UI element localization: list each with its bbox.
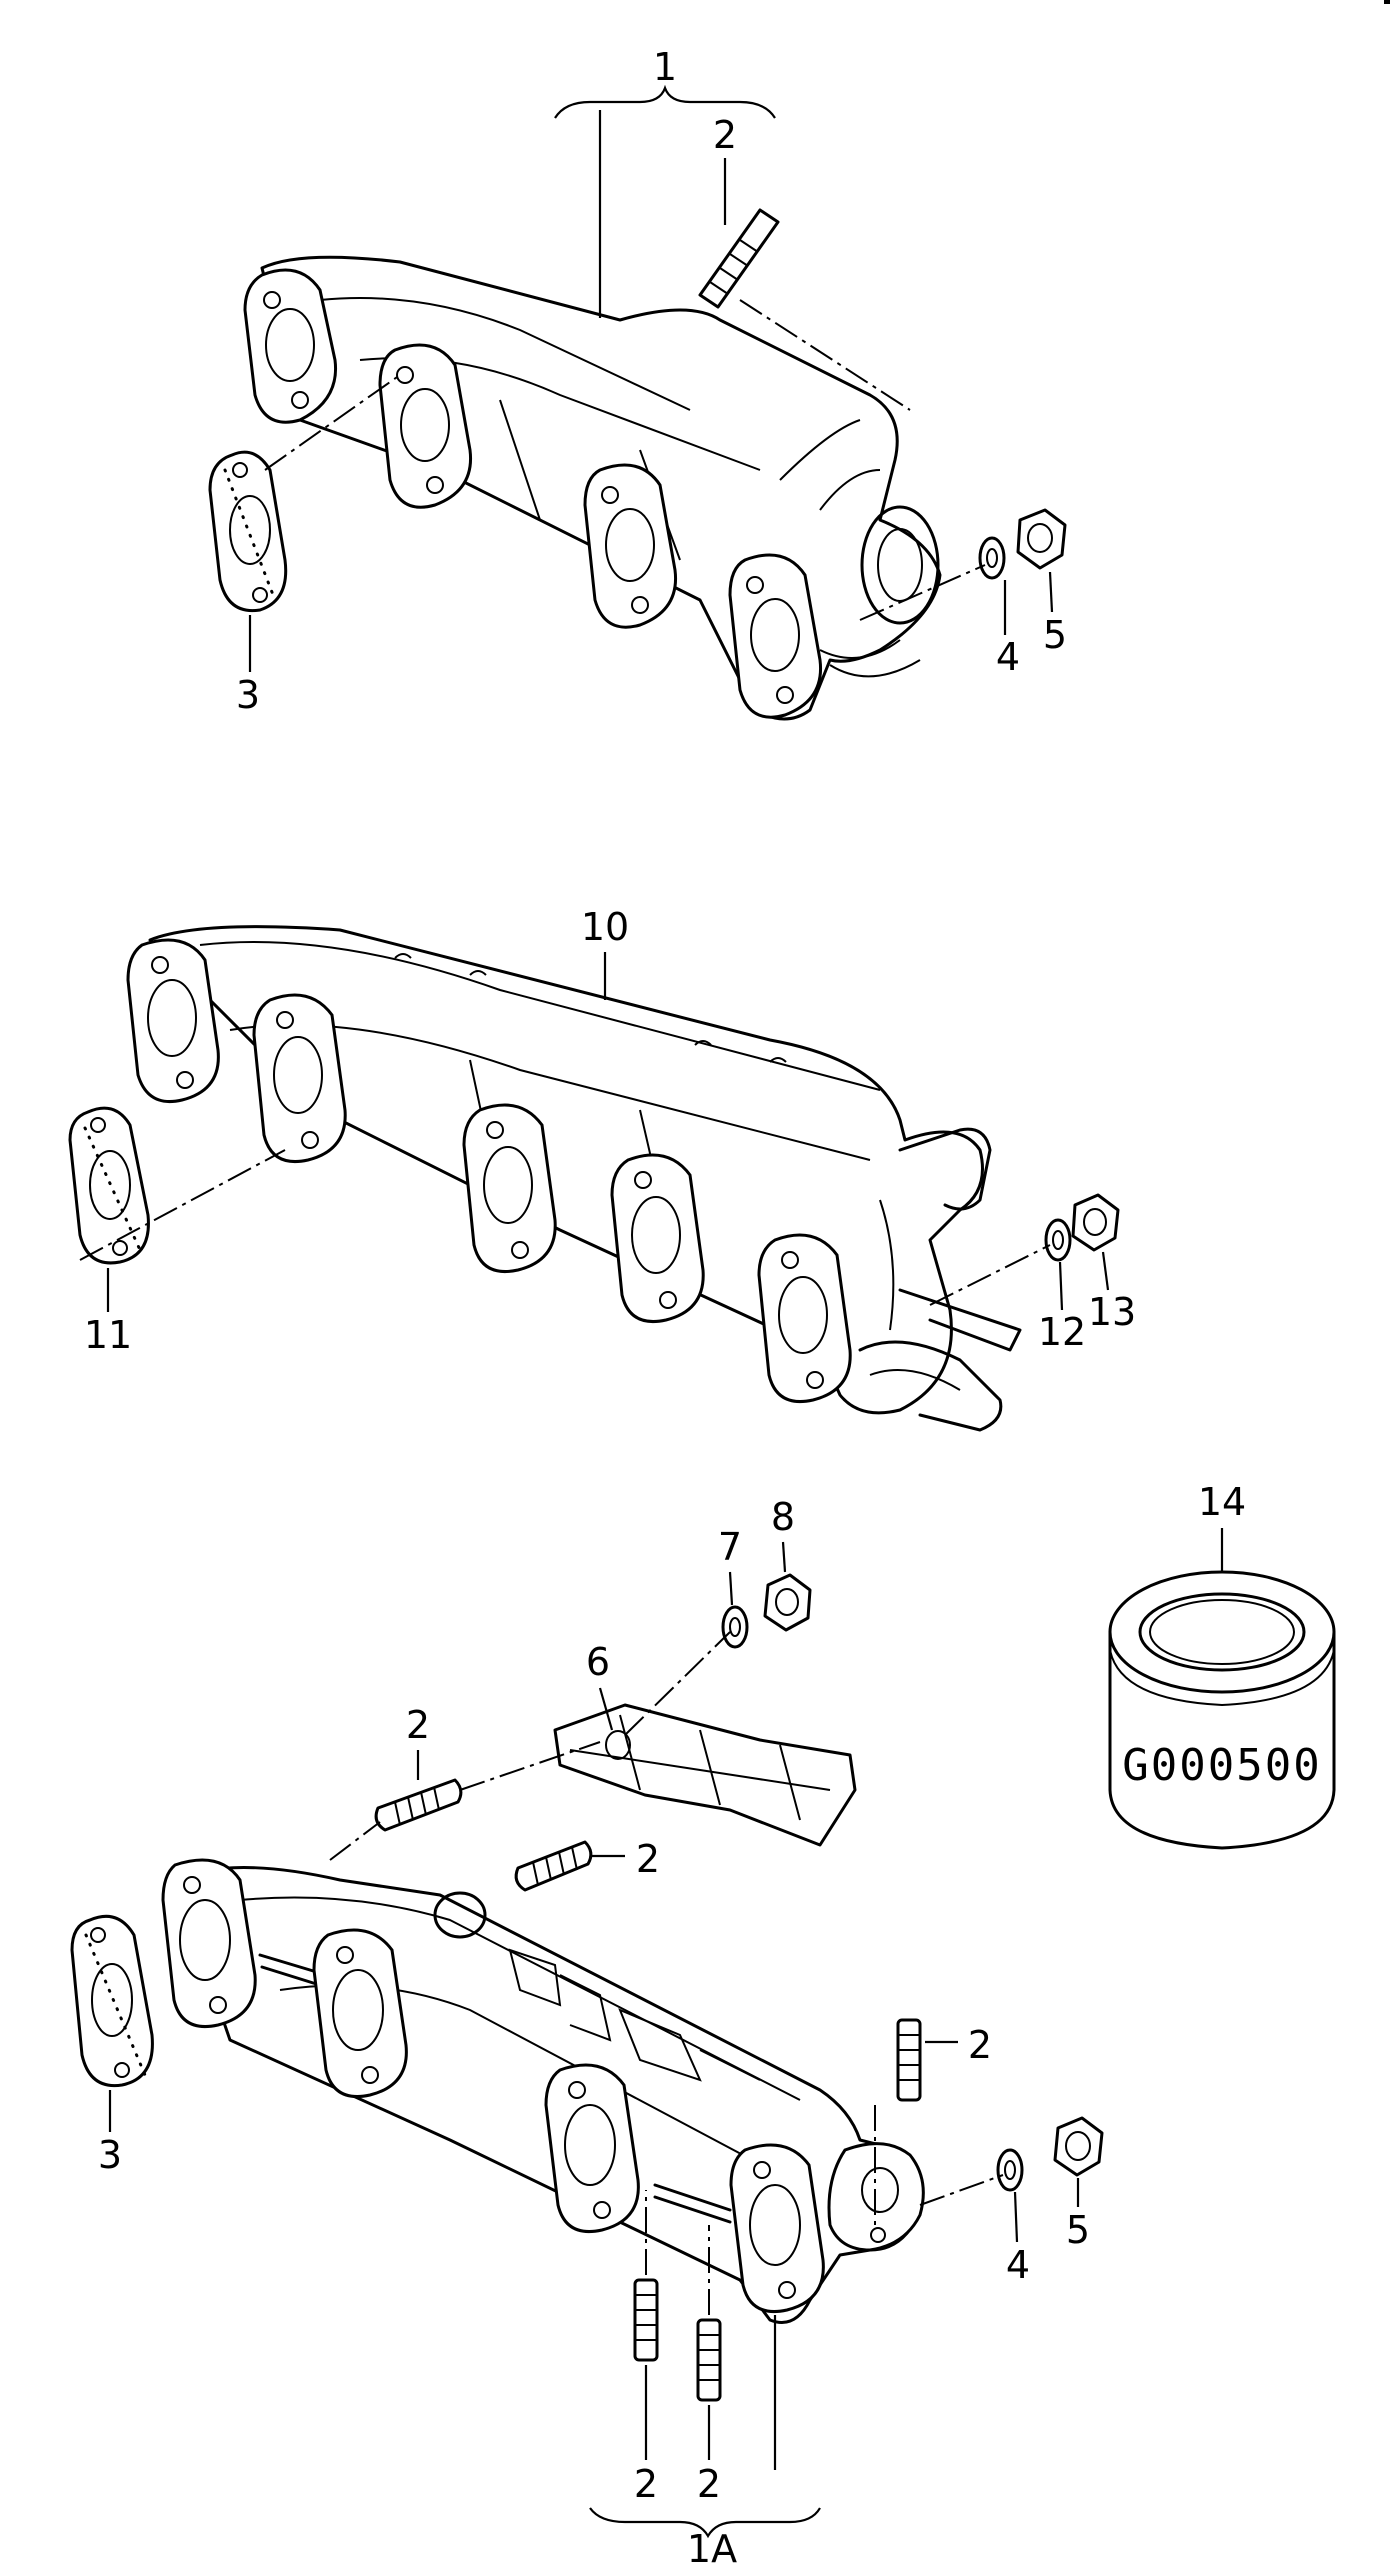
- callout-1: 1: [653, 45, 677, 89]
- outlet-flange: [860, 505, 940, 625]
- washer-12: [1044, 1218, 1072, 1262]
- port-flange-10a: [126, 938, 220, 1103]
- callout-14: 14: [1198, 1480, 1246, 1524]
- callout-4-bottom: 4: [1006, 2243, 1030, 2287]
- gasket-3-top: [208, 450, 288, 613]
- callout-11: 11: [84, 1313, 132, 1357]
- callout-3-bottom: 3: [98, 2133, 122, 2177]
- callout-4-top: 4: [996, 635, 1020, 679]
- nut-5-top: [1016, 508, 1067, 570]
- port-flange-10c: [462, 1103, 557, 1274]
- callout-2-stud-left: 2: [406, 1703, 430, 1747]
- port-flange-1a-4: [729, 2143, 825, 2314]
- callout-2-bottom-right: 2: [697, 2462, 721, 2506]
- callout-2-stud-right: 2: [636, 1837, 660, 1881]
- stud-2-left: [374, 1778, 463, 1832]
- manifold-assembly-top: 1: [208, 45, 1067, 721]
- port-flange-1a-2: [312, 1928, 408, 2099]
- corner-mark: [1384, 0, 1390, 4]
- callout-5-bottom: 5: [1066, 2208, 1090, 2252]
- port-flange-10e: [757, 1233, 852, 1404]
- exhaust-manifold-10: [148, 925, 984, 1415]
- port-flange-4: [728, 553, 823, 719]
- gasket-3-bottom: [70, 1914, 154, 2088]
- washer-7: [721, 1605, 749, 1649]
- gasket-11: [68, 1106, 150, 1265]
- stud-2-top: [698, 208, 780, 309]
- washer-4-bottom: [996, 2148, 1024, 2192]
- manifold-assembly-middle: 10 11 12 13: [68, 905, 1136, 1432]
- port-flange-1a-3: [544, 2063, 640, 2234]
- stud-2-vertical-right: [896, 2018, 922, 2102]
- stud-2-right: [514, 1840, 593, 1892]
- callout-8: 8: [771, 1495, 795, 1539]
- callout-12: 12: [1038, 1310, 1086, 1354]
- callout-6: 6: [586, 1640, 610, 1684]
- stud-2-vertical-middle: [696, 2318, 722, 2402]
- callout-2-bottom-left: 2: [634, 2462, 658, 2506]
- port-flange-10d: [610, 1153, 705, 1324]
- port-flange-1a-1: [161, 1858, 257, 2029]
- nut-5-bottom: [1053, 2116, 1104, 2177]
- port-flange-2: [378, 343, 473, 509]
- port-flange-3: [583, 463, 678, 629]
- port-flange-1: [243, 268, 338, 424]
- outlet-flange-1a: [827, 2142, 925, 2252]
- callout-7: 7: [718, 1525, 742, 1569]
- nut-8: [763, 1573, 812, 1632]
- stud-2-vertical-left: [633, 2278, 659, 2362]
- callout-5-top: 5: [1043, 613, 1067, 657]
- package-label: G000500: [1122, 1740, 1321, 1791]
- heat-shield-6: [553, 1703, 857, 1847]
- callout-13: 13: [1088, 1290, 1136, 1334]
- callout-2-vertical-right: 2: [968, 2023, 992, 2067]
- callout-2-top: 2: [713, 113, 737, 157]
- port-flange-10b: [252, 993, 347, 1164]
- washer-4-top: [978, 536, 1006, 580]
- part-14-package: 14 G000500: [1108, 1480, 1336, 1850]
- callout-3-top: 3: [236, 673, 260, 717]
- exhaust-manifold: [260, 255, 942, 721]
- nut-13: [1071, 1193, 1120, 1252]
- manifold-assembly-bottom: 6 7 8 2 2: [70, 1495, 1104, 2565]
- callout-10: 10: [581, 905, 629, 949]
- callout-1a: 1A: [687, 2527, 737, 2565]
